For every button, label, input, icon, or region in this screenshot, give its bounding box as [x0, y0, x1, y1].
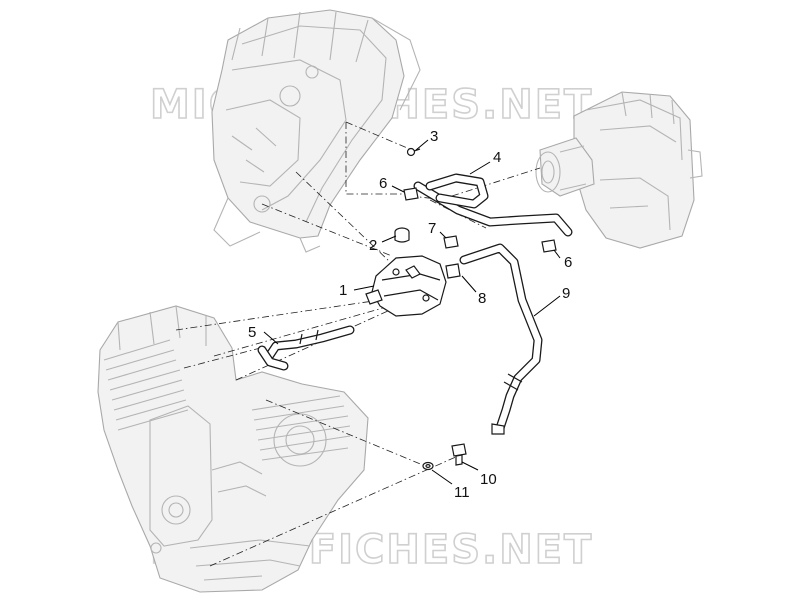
part-3-screw — [406, 147, 421, 157]
part-6-clamp-right — [541, 239, 557, 253]
part-10-union-fitting — [451, 443, 467, 466]
frame-ghost — [211, 9, 421, 253]
part-2-cap — [394, 227, 410, 243]
airbox-ghost — [535, 91, 703, 249]
hose-4 — [413, 173, 573, 237]
callout-10: 10 — [480, 471, 497, 488]
callout-6-right: 6 — [564, 254, 572, 271]
callout-5: 5 — [248, 324, 256, 341]
part-11-washer — [422, 461, 434, 471]
callout-11: 11 — [454, 484, 470, 501]
callout-7: 7 — [428, 220, 436, 237]
callout-6-left: 6 — [379, 175, 387, 192]
callout-1: 1 — [339, 282, 347, 299]
part-1-oil-breather-valve — [365, 255, 447, 317]
part-6-clamp-left — [403, 187, 419, 201]
part-8-clamp — [445, 263, 461, 279]
part-7-clamp — [443, 235, 459, 249]
callout-9: 9 — [562, 285, 570, 302]
callout-2: 2 — [369, 237, 377, 254]
callout-8: 8 — [478, 290, 486, 307]
leader-lines — [263, 139, 561, 485]
callout-4: 4 — [493, 149, 501, 166]
callout-3: 3 — [430, 128, 438, 145]
hose-9 — [459, 243, 543, 435]
hose-5 — [257, 325, 355, 371]
engine-ghost — [97, 305, 369, 593]
